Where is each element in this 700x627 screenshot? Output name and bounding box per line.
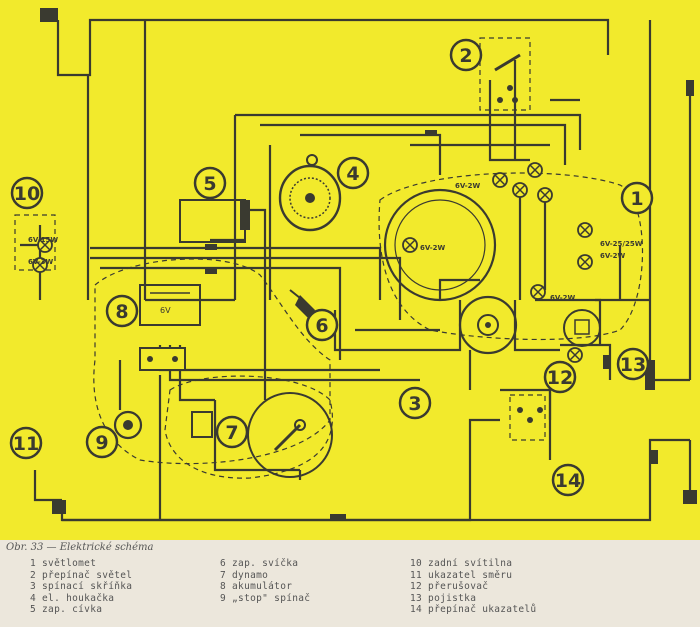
fuse-component [645, 360, 655, 390]
callout-6-number: 6 [315, 315, 328, 337]
speedometer-lamp-label: 6V-2W [420, 244, 446, 252]
wiring-diagram-svg: 6V [9, 8, 697, 522]
bulb-icon [32, 257, 48, 273]
indicator-switch-component [517, 407, 543, 423]
legend-item: 13 pojistka [410, 592, 477, 604]
bulb-icon [577, 222, 593, 238]
spark-plug-component [289, 289, 315, 320]
ignition-coil-component [179, 199, 250, 243]
legend-item: 8 akumulátor [220, 581, 293, 593]
bulb-icon [530, 284, 546, 300]
callout-2-number: 2 [459, 45, 472, 67]
legend-item: 3 spínací skříňka [30, 581, 133, 593]
bulb-icon [512, 182, 528, 198]
legend-item: 11 ukazatel směru [410, 569, 513, 581]
legend-column-3: 10 zadní svítilna 11 ukazatel směru 12 p… [410, 558, 536, 616]
flasher-component [563, 309, 601, 347]
callout-14-number: 14 [555, 470, 581, 492]
legend-item: 14 přepínač ukazatelů [410, 604, 537, 616]
callout-13-number: 13 [620, 354, 646, 376]
legend-item: 4 el. houkačka [30, 592, 115, 604]
bulb-icon [567, 347, 583, 363]
legend-item: 10 zadní svítilna [410, 558, 513, 569]
wiring-diagram: 6V [0, 0, 700, 540]
callout-2-circle [449, 38, 483, 72]
wire-connectors [40, 8, 697, 520]
wires [20, 18, 692, 522]
headlamp-main-bulb-label: 6V-25/25W [600, 240, 643, 248]
legend-item: 6 zap. svíčka [220, 558, 299, 569]
legend-item: 12 přerušovač [410, 581, 489, 593]
speedometer-component [383, 188, 497, 302]
headlamp-park-bulb-label: 6V-2W [600, 252, 626, 260]
bulbs [32, 162, 593, 363]
bulb-icon [537, 187, 553, 203]
top-lamp-label: 6V-2W [455, 182, 481, 190]
dynamo-component [191, 392, 333, 478]
callout-11-number: 11 [13, 433, 39, 455]
bulb-icon [577, 254, 593, 270]
legend-item: 2 přepínač světel [30, 569, 133, 581]
callout-3-number: 3 [408, 393, 421, 415]
callout-8-circle [105, 294, 139, 328]
bulb-icon [37, 237, 53, 253]
legend-column-1: 1 světlomet 2 přepínač světel 3 spínací … [30, 558, 132, 616]
light-switch-component [494, 53, 521, 103]
callout-4-circle [336, 156, 370, 190]
battery-voltage-label: 6V [160, 306, 171, 315]
callout-9-number: 9 [95, 432, 108, 454]
caption-title: Obr. 33 — Elektrické schéma [6, 542, 154, 553]
callout-9-circle [85, 425, 119, 459]
stop-switch-component [113, 410, 143, 440]
figure-caption: Obr. 33 — Elektrické schéma 1 světlomet … [0, 540, 700, 627]
callout-7-number: 7 [225, 422, 238, 444]
callout-4-number: 4 [346, 163, 359, 185]
tail-stop-lamp-label: 6V-15W [28, 236, 58, 244]
callout-5-number: 5 [203, 173, 216, 195]
battery-component: 6V [139, 284, 201, 326]
indicator-lamp-label: 6V-2W [550, 294, 576, 302]
callout-7-circle [215, 415, 249, 449]
legend-item: 5 zap. cívka [30, 604, 103, 616]
legend-item: 9 „stop" spínač [220, 592, 311, 604]
callout-8-number: 8 [115, 301, 128, 323]
legend-column-2: 6 zap. svíčka 7 dynamo 8 akumulátor 9 „s… [220, 558, 310, 604]
callout-6-circle [305, 308, 339, 342]
callout-14-circle [551, 463, 585, 497]
bulb-icon [402, 237, 418, 253]
switch-box-component [458, 295, 518, 355]
regulator-component [139, 347, 186, 371]
callout-10-circle [10, 176, 44, 210]
callout-1-number: 1 [630, 188, 643, 210]
legend-item: 7 dynamo [220, 569, 269, 581]
callout-12-circle [543, 360, 577, 394]
bulb-icon [492, 172, 508, 188]
callout-5-circle [193, 166, 227, 200]
callout-11-circle [9, 426, 43, 460]
callout-10-number: 10 [14, 183, 40, 205]
callout-13-circle [616, 347, 650, 381]
callout-3-circle [398, 386, 432, 420]
bulb-icon [527, 162, 543, 178]
legend-item: 1 světlomet [30, 558, 97, 569]
horn-component [278, 154, 342, 232]
tail-position-lamp-label: 6V-3W [28, 258, 54, 266]
callout-12-number: 12 [547, 367, 573, 389]
callout-1-circle [620, 181, 654, 215]
